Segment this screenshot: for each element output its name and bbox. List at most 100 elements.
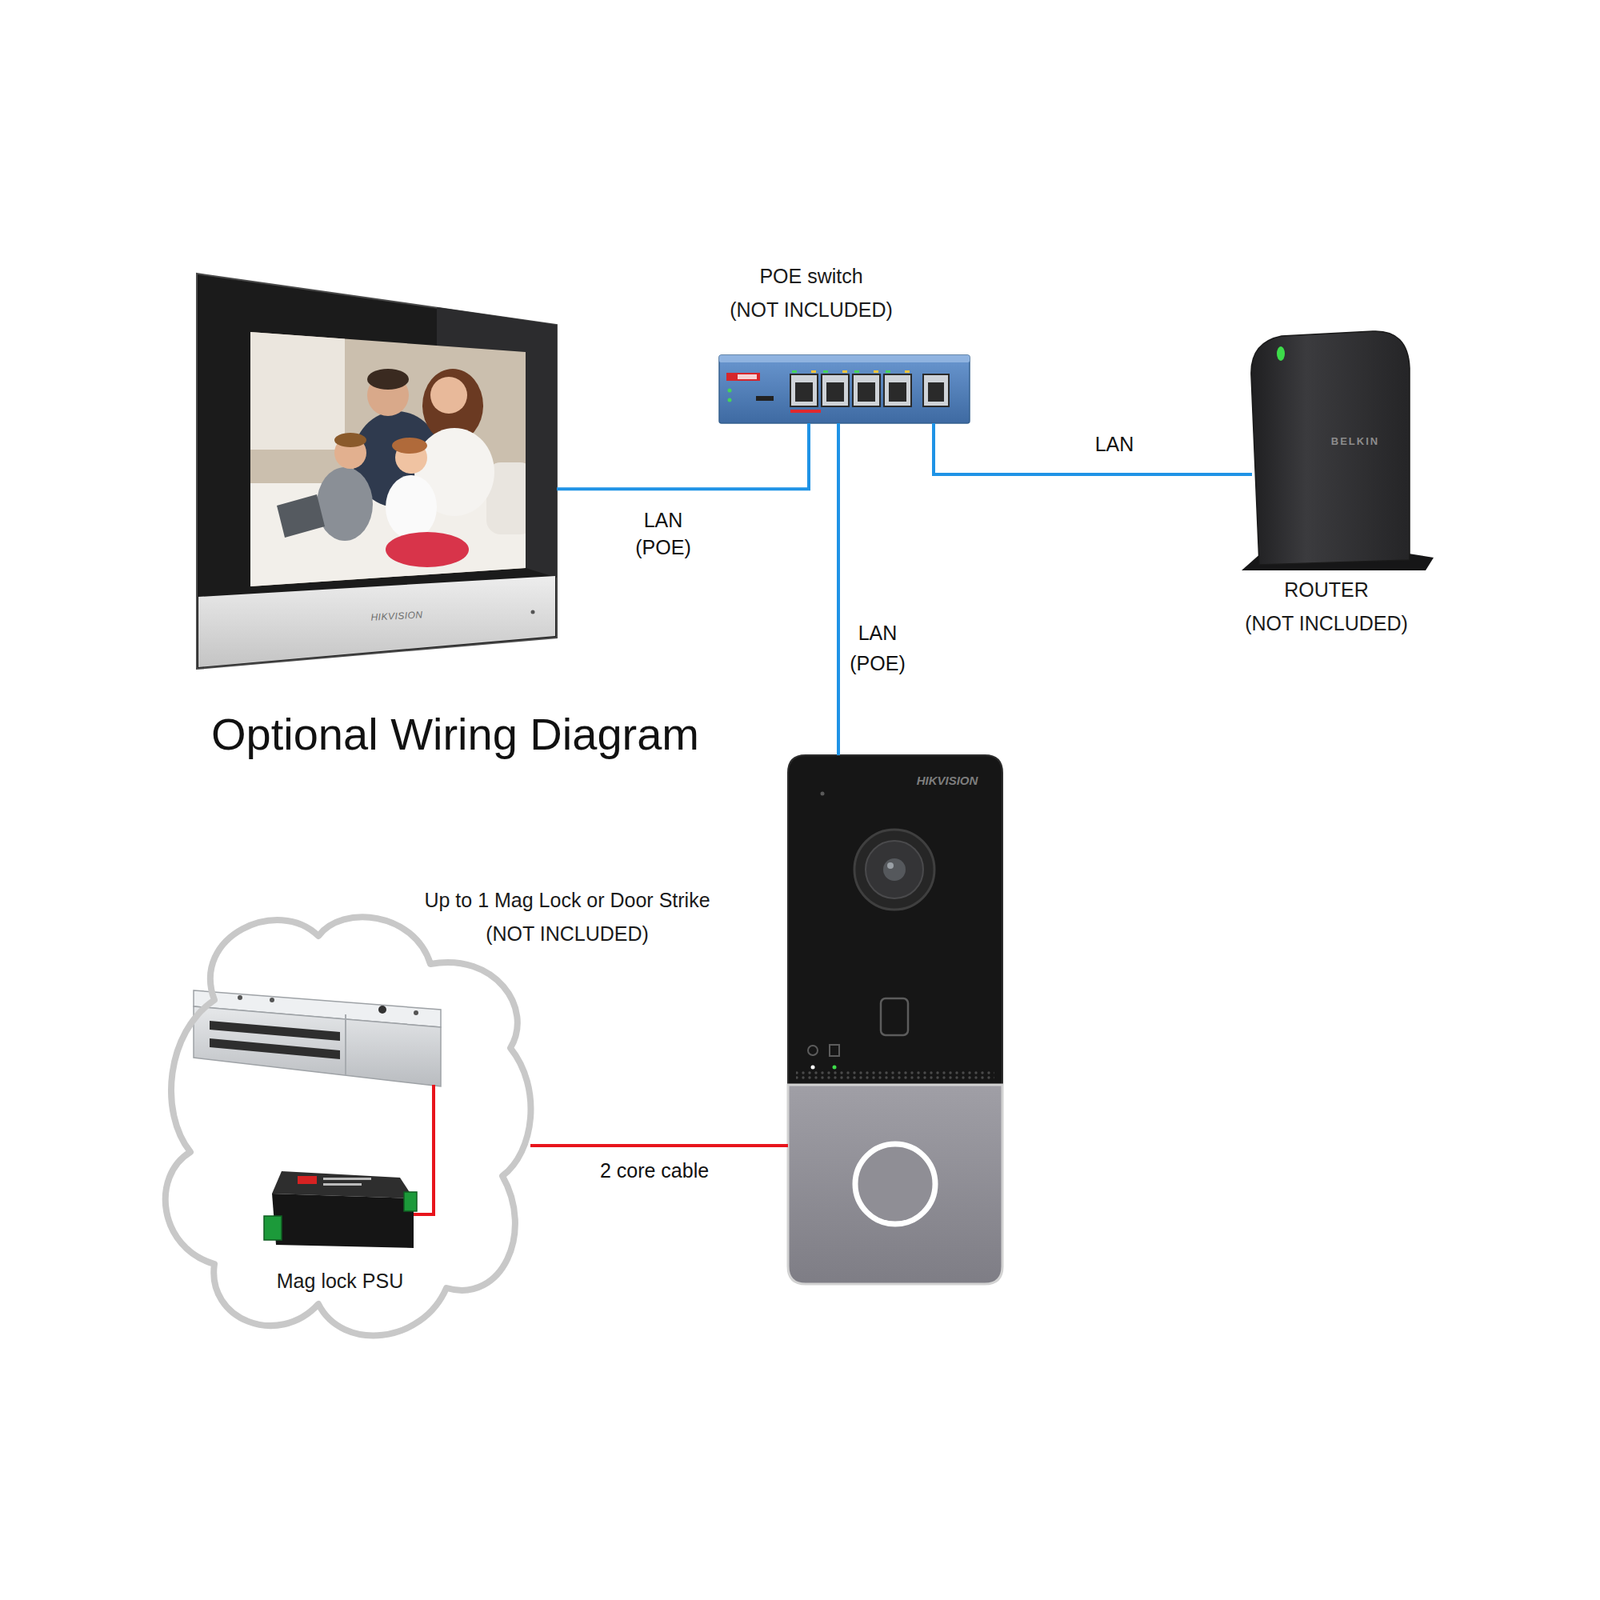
rj45-port [821, 374, 849, 407]
monitor-bezel [196, 273, 557, 669]
port-led [904, 370, 910, 373]
mount-hole [269, 997, 275, 1003]
lan-cable [556, 423, 809, 489]
port-led [842, 370, 848, 373]
psu-badge [297, 1176, 317, 1184]
indicator-dot [531, 610, 536, 615]
switch-toggle [756, 396, 774, 401]
brand-logo: BELKIN [1331, 435, 1380, 448]
device-label: Mag lock PSU [276, 1269, 404, 1292]
mag-lock-slot [209, 1038, 340, 1060]
rj45-ports [790, 370, 949, 407]
photo-person [430, 376, 468, 414]
wrap-spacer [1386, 572, 1423, 607]
text-frame: BELKIN [1319, 434, 1392, 449]
uplink-port [923, 374, 949, 407]
edge-label: 2 core cable [574, 1153, 735, 1188]
mag-lock-psu: Mag lock PSU [267, 1171, 414, 1251]
switch-led [728, 388, 732, 393]
port-led [792, 370, 797, 373]
psu-print [323, 1177, 372, 1180]
mount-hole [237, 995, 243, 1000]
text-frame: HIKVISION [899, 772, 996, 789]
lock-cable [530, 1144, 788, 1148]
door-station-top [788, 755, 1003, 1085]
terminal-block [264, 1216, 282, 1240]
port-led [885, 370, 891, 373]
status-led [832, 1065, 837, 1070]
camera-housing [854, 829, 935, 910]
poe-switch-art [719, 355, 970, 424]
mount-hole [413, 1010, 419, 1016]
device-label: ROUTER (NOT INCLUDED) [1244, 578, 1408, 635]
photo-person [334, 432, 367, 448]
mag-lock-art [193, 990, 441, 1215]
text-frame: Up to 1 Mag Lock or Door Strike (NOT INC… [407, 883, 728, 951]
router: BELKINROUTER (NOT INCLUDED) [1252, 332, 1410, 567]
monitor-strip [198, 576, 556, 668]
microphone-hole [820, 792, 825, 796]
switch-led [728, 398, 732, 403]
door-station-bottom [788, 1084, 1003, 1284]
rj45-port [888, 382, 907, 402]
brand-logo: HIKVISION [370, 608, 424, 623]
psu-art [264, 1171, 417, 1248]
wrap-spacer [875, 259, 908, 293]
port-led [854, 370, 860, 373]
speaker-grille [796, 1070, 995, 1080]
port-led [811, 370, 816, 373]
diagram-title: Optional Wiring Diagram [211, 707, 700, 762]
rj45-port [852, 374, 880, 407]
psu-front [272, 1193, 414, 1248]
text-frame: ROUTER (NOT INCLUDED) [1230, 572, 1423, 640]
photo-person [367, 368, 409, 390]
brand-logo: HIKVISION [916, 773, 979, 788]
photo-tablet [276, 494, 325, 538]
rj45-port [790, 374, 818, 407]
text-frame: HIKVISION [356, 607, 438, 624]
edge-label: LAN (POE) [833, 617, 922, 679]
lens-glint [887, 862, 894, 869]
poe-switch: POE switch (NOT INCLUDED) [719, 355, 970, 424]
camera-lens [883, 858, 906, 881]
status-led [811, 1065, 816, 1070]
router-led [1276, 346, 1285, 361]
mag-lock-front [193, 1006, 441, 1087]
photo-person [385, 475, 437, 540]
text-frame: POE switch (NOT INCLUDED) [715, 259, 908, 327]
mount-hole [378, 1005, 387, 1014]
lan-cable [933, 423, 1252, 475]
rj45-port [884, 374, 912, 407]
edge-label: LAN [1074, 427, 1155, 461]
device-label: POE switch (NOT INCLUDED) [729, 264, 893, 321]
indoor-monitor-art [196, 273, 557, 669]
mag-lock-seam [344, 1014, 347, 1076]
rj45-port [795, 382, 813, 402]
switch-body [719, 355, 970, 424]
port-led [873, 370, 879, 373]
camera-lens [865, 840, 924, 899]
wrap-spacer [1230, 572, 1267, 607]
switch-poe-mark [790, 409, 821, 413]
photo-window [244, 321, 345, 450]
switch-badge [737, 374, 757, 380]
lock-group-cloud: Up to 1 Mag Lock or Door Strike (NOT INC… [158, 888, 531, 1348]
rj45-port [826, 382, 844, 402]
indoor-monitor: HIKVISION [196, 273, 557, 669]
text-frame: Mag lock PSU [260, 1264, 420, 1298]
rj45-port [857, 382, 876, 402]
uplink-port [928, 382, 944, 402]
router-art [1241, 331, 1434, 571]
door-station-art [788, 755, 1003, 1284]
call-button [855, 1144, 936, 1224]
switch-badge [726, 372, 760, 381]
status-icon [829, 1044, 840, 1056]
cloud-outline [165, 916, 532, 1336]
card-reader-icon [880, 998, 908, 1036]
photo-person [385, 532, 469, 568]
mag-lock-slot [209, 1020, 340, 1041]
photo-person [316, 467, 373, 541]
router-body [1251, 331, 1410, 565]
